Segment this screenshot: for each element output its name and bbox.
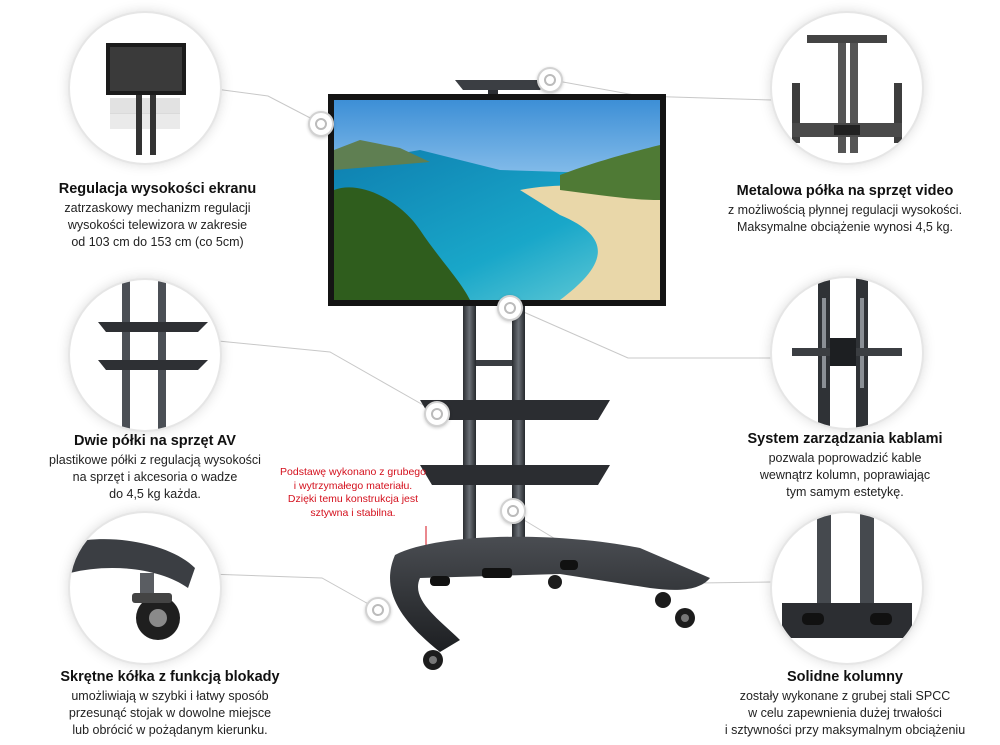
detail-circle-height (70, 13, 220, 163)
feature-title: Regulacja wysokości ekranu (58, 181, 257, 197)
feature-description: z możliwością płynnej regulacji wysokośc… (727, 203, 963, 234)
feature-title: Metalowa półka na sprzęt video (736, 183, 954, 199)
feature-title: Solidne kolumny (786, 669, 903, 685)
feature-title: Dwie półki na sprzęt AV (74, 433, 236, 449)
detail-circle-wheels (70, 513, 220, 663)
feature-description: plastikowe półki z regulacją wysokości n… (49, 453, 261, 501)
feature-description: pozwala poprowadzić kable wewnątrz kolum… (759, 451, 931, 499)
hotspot-columns[interactable] (500, 498, 526, 524)
detail-circle-columns (772, 513, 922, 663)
hotspot-cables[interactable] (497, 295, 523, 321)
feature-video-shelf: Metalowa półka na sprzęt video z możliwo… (700, 182, 990, 236)
hotspot-wheels[interactable] (365, 597, 391, 623)
feature-description: zostały wykonane z grubej stali SPCC w c… (724, 689, 966, 737)
feature-description: umożliwiają w szybki i łatwy sposób prze… (68, 689, 272, 737)
feature-cables: System zarządzania kablami pozwala popro… (715, 430, 975, 501)
hotspot-av-shelves[interactable] (424, 401, 450, 427)
hotspot-screen[interactable] (308, 111, 334, 137)
feature-description: zatrzaskowy mechanizm regulacji wysokośc… (64, 201, 251, 249)
feature-title: Skrętne kółka z funkcją blokady (60, 669, 280, 685)
hotspot-video-shelf[interactable] (537, 67, 563, 93)
feature-title: System zarządzania kablami (747, 431, 943, 447)
tv-stand-product-image (328, 80, 710, 670)
feature-height: Regulacja wysokości ekranu zatrzaskowy m… (30, 180, 285, 251)
feature-columns: Solidne kolumny zostały wykonane z grube… (700, 668, 990, 739)
base-callout-text: Podstawę wykonano z grubego i wytrzymałe… (280, 466, 426, 519)
feature-av-shelves: Dwie półki na sprzęt AV plastikowe półki… (20, 432, 290, 503)
feature-wheels: Skrętne kółka z funkcją blokady umożliwi… (25, 668, 315, 739)
detail-circle-av-shelves (70, 280, 220, 430)
detail-circle-video-shelf (772, 13, 922, 163)
detail-circle-cables (772, 278, 922, 428)
